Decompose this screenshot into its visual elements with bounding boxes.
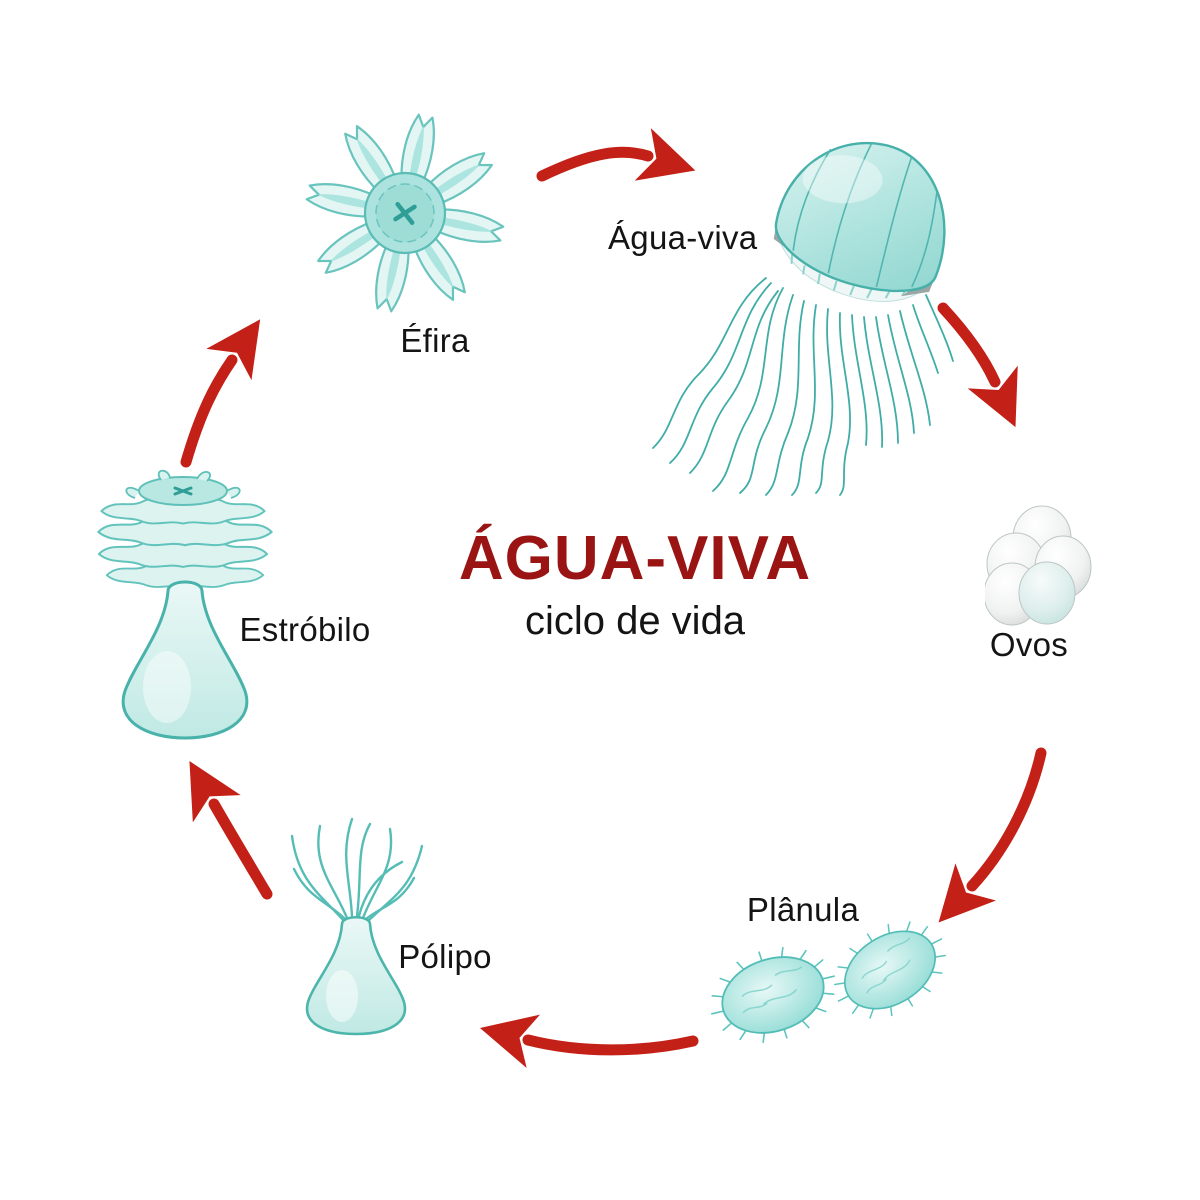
- label-ovos: Ovos: [989, 626, 1069, 663]
- diagram-title: ÁGUA-VIVA: [458, 524, 812, 593]
- arrow-estrobilo-to-efira: [180, 319, 261, 468]
- planula-larva-left: [698, 931, 849, 1053]
- jellyfish-bell-segments: [792, 141, 938, 288]
- polyp-tentacles: [290, 817, 424, 923]
- eggs-illustration: [985, 505, 1092, 626]
- strobila-segment-stack: [97, 498, 273, 589]
- label-polipo: Pólipo: [398, 938, 492, 975]
- label-agua-viva: Água-viva: [608, 219, 758, 256]
- planula-illustration: [698, 918, 963, 1053]
- arrow-planula-to-polipo: [479, 1014, 699, 1069]
- jellyfish-tentacles: [652, 277, 954, 496]
- polyp-illustration: [290, 817, 424, 1036]
- arrow-polipo-to-estrobilo: [189, 761, 273, 900]
- arrow-ovos-to-planula: [938, 747, 1047, 923]
- label-efira: Éfira: [400, 322, 470, 359]
- jellyfish-bell: [773, 141, 946, 302]
- ephyra-mouth-mark: [393, 202, 417, 225]
- strobila-body: [121, 580, 249, 740]
- egg-cluster: [985, 505, 1092, 626]
- label-estrobilo: Estróbilo: [239, 611, 371, 648]
- jellyfish-illustration: [652, 141, 954, 496]
- ephyra-illustration: [304, 112, 506, 314]
- diagram-title-block: ÁGUA-VIVA ciclo de vida: [400, 526, 870, 644]
- planula-larva-right: [815, 918, 963, 1039]
- diagram-subtitle: ciclo de vida: [524, 599, 746, 644]
- strobila-illustration: [97, 469, 273, 740]
- strobila-top-disc: [125, 469, 241, 506]
- ephyra-body: [304, 112, 506, 314]
- label-planula: Plânula: [746, 891, 860, 928]
- polyp-body: [290, 817, 424, 1036]
